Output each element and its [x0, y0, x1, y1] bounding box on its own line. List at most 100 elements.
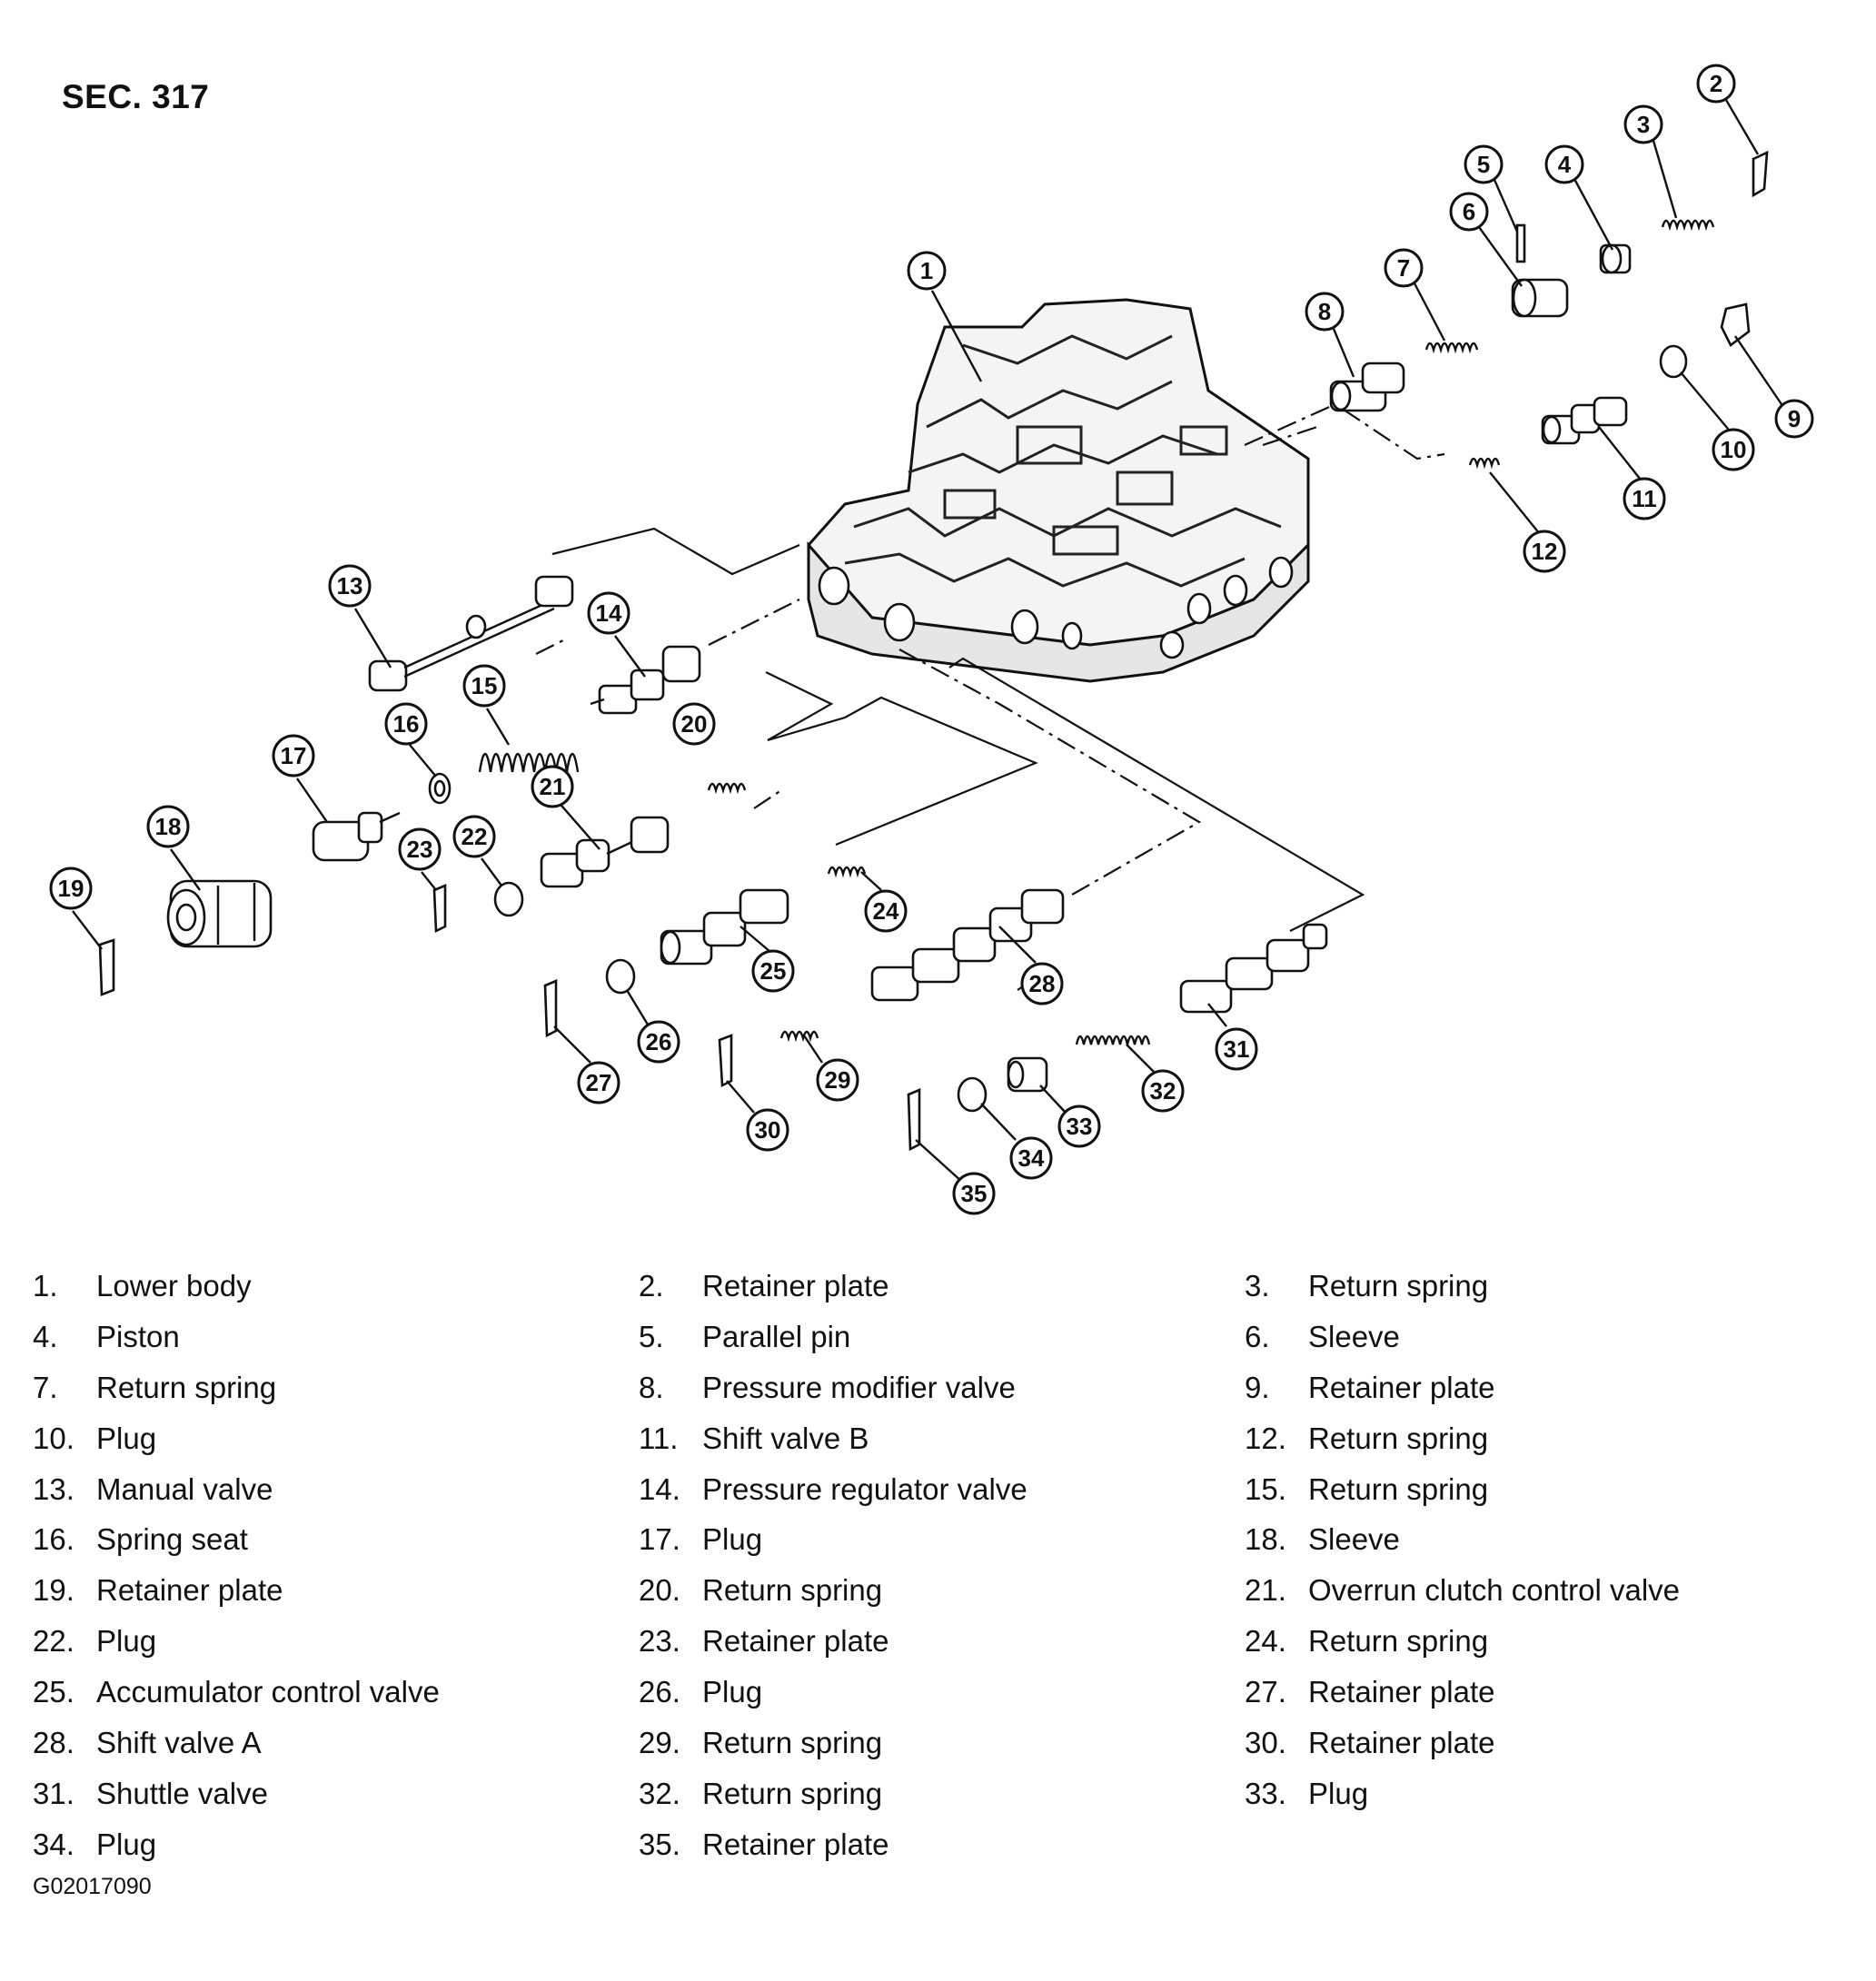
- legend-number: 26.: [639, 1675, 680, 1709]
- pressure-modifier-valve-8-drawing: [1329, 362, 1405, 412]
- legend-part-name: Shift valve A: [96, 1725, 262, 1759]
- callout-28: 28: [1020, 962, 1064, 1005]
- legend-part-name: Piston: [96, 1319, 180, 1353]
- callout-10-label: 10: [1721, 436, 1747, 463]
- legend-item: 30. Retainer plate: [1245, 1718, 1841, 1768]
- leader-lines: [72, 99, 1784, 1184]
- legend-number: 13.: [33, 1471, 74, 1506]
- retainer-plate-19-drawing: [98, 938, 115, 996]
- legend-number: 25.: [33, 1675, 74, 1709]
- legend-number: 1.: [33, 1268, 58, 1303]
- legend-part-name: Retainer plate: [702, 1827, 889, 1861]
- callout-34-label: 34: [1018, 1144, 1045, 1172]
- legend-part-name: Return spring: [702, 1573, 883, 1608]
- legend-item: 21.Overrun clutch control valve: [1245, 1565, 1841, 1616]
- legend-part-name: Plug: [1308, 1776, 1369, 1810]
- legend-number: 30.: [1245, 1725, 1286, 1759]
- legend-number: 9.: [1245, 1370, 1270, 1404]
- callout-31-label: 31: [1224, 1035, 1250, 1063]
- plug-34-drawing: [957, 1076, 988, 1113]
- legend-item: 1.Lower body: [33, 1261, 639, 1312]
- legend-part-name: Overrun clutch control valve: [1308, 1573, 1681, 1608]
- callout-18: 18: [146, 805, 190, 848]
- callout-22: 22: [452, 815, 496, 858]
- legend-number: 24.: [1245, 1624, 1286, 1659]
- callout-5: 5: [1464, 144, 1504, 184]
- callout-1-label: 1: [920, 257, 933, 284]
- legend-item: 6.Sleeve: [1245, 1312, 1841, 1362]
- legend-part-name: Plug: [96, 1421, 157, 1455]
- legend-part-name: Retainer plate: [96, 1573, 283, 1608]
- callout-20: 20: [672, 702, 716, 746]
- legend-number: 5.: [639, 1319, 664, 1353]
- legend-item: 26. Plug: [639, 1667, 1245, 1718]
- legend-number: 14.: [639, 1471, 680, 1506]
- legend-part-name: Sleeve: [1308, 1319, 1400, 1353]
- callout-3-label: 3: [1637, 111, 1650, 138]
- legend-item: 33.Plug: [1245, 1768, 1841, 1819]
- return-spring-29-drawing: [779, 1030, 819, 1043]
- plug-17-drawing: [312, 811, 401, 862]
- legend-part-name: Shuttle valve: [96, 1776, 268, 1810]
- legend-item: 12.Return spring: [1245, 1413, 1841, 1464]
- legend-number: 31.: [33, 1776, 74, 1810]
- parallel-pin-5-drawing: [1515, 223, 1526, 263]
- callout-9-label: 9: [1788, 405, 1801, 432]
- callout-16: 16: [384, 702, 428, 746]
- callout-22-label: 22: [462, 823, 488, 850]
- callout-2-label: 2: [1710, 70, 1722, 97]
- legend-part-name: Retainer plate: [1308, 1725, 1495, 1759]
- shift-valve-a-28-drawing: [870, 888, 1065, 1002]
- retainer-plate-27-drawing: [543, 979, 558, 1038]
- legend-part-name: Plug: [702, 1675, 763, 1709]
- legend-part-name: Retainer plate: [1308, 1675, 1495, 1709]
- shuttle-valve-31-drawing: [1179, 923, 1328, 1014]
- overrun-clutch-control-valve-21-drawing: [540, 816, 670, 888]
- legend-number: 17.: [639, 1522, 680, 1557]
- legend-part-name: Return spring: [702, 1725, 883, 1759]
- legend-item: 18.Sleeve: [1245, 1514, 1841, 1565]
- legend-item: 9.Retainer plate: [1245, 1362, 1841, 1413]
- callout-3: 3: [1623, 104, 1663, 144]
- legend-number: 28.: [33, 1725, 74, 1759]
- sleeve-6-drawing: [1511, 278, 1569, 318]
- callout-30: 30: [746, 1108, 789, 1152]
- callout-24-label: 24: [873, 897, 899, 925]
- callout-21: 21: [531, 765, 574, 808]
- legend-part-name: Accumulator control valve: [96, 1675, 440, 1709]
- return-spring-15-drawing: [478, 752, 580, 773]
- legend-item: 8.Pressure modifier valve: [639, 1362, 1245, 1413]
- callout-11-label: 11: [1632, 485, 1657, 512]
- legend-part-name: Return spring: [702, 1776, 883, 1810]
- legend-part-name: Sleeve: [1308, 1522, 1400, 1557]
- return-spring-24-drawing: [827, 866, 867, 878]
- retainer-plate-23-drawing: [432, 884, 447, 934]
- callout-23-label: 23: [407, 836, 433, 863]
- callout-14: 14: [587, 591, 630, 635]
- callout-17: 17: [272, 734, 315, 778]
- retainer-plate-35-drawing: [907, 1088, 921, 1152]
- callout-13: 13: [328, 564, 372, 608]
- legend-part-name: Pressure regulator valve: [702, 1471, 1027, 1506]
- legend-number: 8.: [639, 1370, 664, 1404]
- legend-part-name: Return spring: [1308, 1421, 1489, 1455]
- callout-10: 10: [1712, 428, 1755, 471]
- callout-28-label: 28: [1029, 970, 1056, 997]
- legend-item: 10.Plug: [33, 1413, 639, 1464]
- callout-26: 26: [637, 1020, 680, 1064]
- legend-item: 34.Plug: [33, 1819, 639, 1870]
- callout-25: 25: [751, 949, 795, 993]
- legend-number: 22.: [33, 1624, 74, 1659]
- legend-number: 29.: [639, 1725, 680, 1759]
- plug-26-drawing: [605, 958, 636, 995]
- callout-7: 7: [1384, 248, 1424, 288]
- legend-part-name: Return spring: [96, 1370, 277, 1404]
- callout-29: 29: [816, 1058, 859, 1102]
- legend-part-name: Manual valve: [96, 1471, 273, 1506]
- callout-1: 1: [907, 251, 947, 291]
- callout-25-label: 25: [760, 957, 787, 985]
- callout-12: 12: [1523, 530, 1566, 573]
- legend-number: 11.: [639, 1421, 679, 1455]
- legend-part-name: Return spring: [1308, 1471, 1489, 1506]
